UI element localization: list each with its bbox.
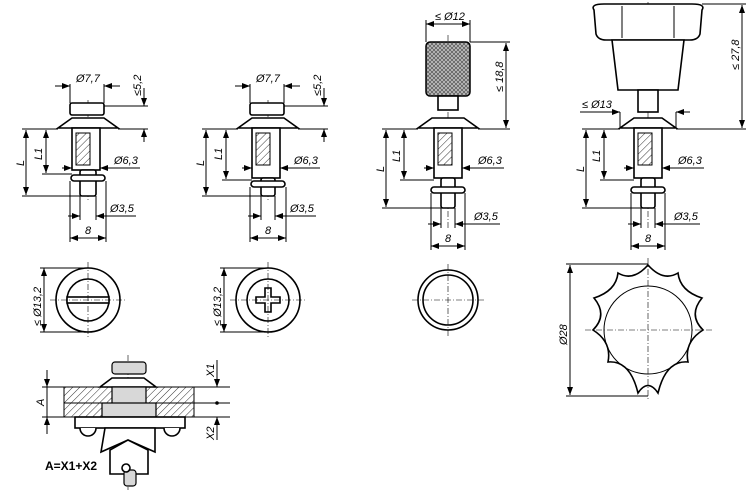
v4-body-diameter: Ø6,3 <box>677 155 703 167</box>
section-formula: A=X1+X2 <box>45 459 97 473</box>
v4-flange-diameter: ≤ Ø13 <box>582 99 613 111</box>
v3-pin-diameter: Ø3,5 <box>473 211 499 223</box>
v3-knob-height: ≤ 18,8 <box>494 61 506 92</box>
v4-pin-diameter: Ø3,5 <box>673 211 699 223</box>
v2-knob-diameter: Ø7,7 <box>255 73 281 85</box>
v3-L1-label: L1 <box>391 150 403 162</box>
v1-face-diameter: ≤ Ø13,2 <box>32 287 44 326</box>
v3-width: 8 <box>445 233 452 245</box>
v1-L1-label: L1 <box>33 148 45 160</box>
section-X2-label: X2 <box>205 427 217 441</box>
v4-knob-height: ≤ 27,8 <box>730 39 742 70</box>
v4-star-diameter: Ø28 <box>558 323 570 346</box>
view-3-knurled-knob-plunger: ≤ Ø12 ≤ 18,8 L L1 Ø6,3 Ø3,5 8 <box>375 11 510 336</box>
section-X1-label: X1 <box>205 364 217 378</box>
v1-width: 8 <box>85 225 92 237</box>
installation-section-view: A X1 X2 A=X1+X2 <box>35 355 230 490</box>
v1-L-label: L <box>15 160 27 166</box>
v1-pin-diameter: Ø3,5 <box>109 203 135 215</box>
v4-L1-label: L1 <box>591 150 603 162</box>
v2-pin-diameter: Ø3,5 <box>289 203 315 215</box>
v2-L-label: L <box>195 160 207 166</box>
v2-L1-label: L1 <box>213 148 225 160</box>
view-4-star-knob-plunger: ≤ 27,8 ≤ Ø13 L L1 Ø6,3 Ø3,5 8 Ø28 <box>558 2 746 400</box>
v3-body-diameter: Ø6,3 <box>477 155 503 167</box>
v1-knob-diameter: Ø7,7 <box>75 73 101 85</box>
v1-knob-height: ≤5,2 <box>132 75 144 96</box>
v2-width: 8 <box>265 225 272 237</box>
v1-body-diameter: Ø6,3 <box>113 155 139 167</box>
view-2-phillips-plunger: Ø7,7 ≤5,2 L L1 Ø6,3 Ø3,5 8 ≤ Ø13,2 <box>195 73 328 338</box>
v3-knob-diameter: ≤ Ø12 <box>435 11 465 23</box>
section-A-label: A <box>35 399 47 407</box>
v4-L-label: L <box>575 166 587 172</box>
view-1-slotted-plunger: Ø7,7 ≤5,2 L L1 Ø6,3 Ø3,5 8 ≤ Ø13,2 <box>15 73 148 338</box>
v4-width: 8 <box>645 233 652 245</box>
v2-face-diameter: ≤ Ø13,2 <box>212 287 224 326</box>
v3-L-label: L <box>375 166 387 172</box>
v2-body-diameter: Ø6,3 <box>293 155 319 167</box>
v2-knob-height: ≤5,2 <box>312 75 324 96</box>
